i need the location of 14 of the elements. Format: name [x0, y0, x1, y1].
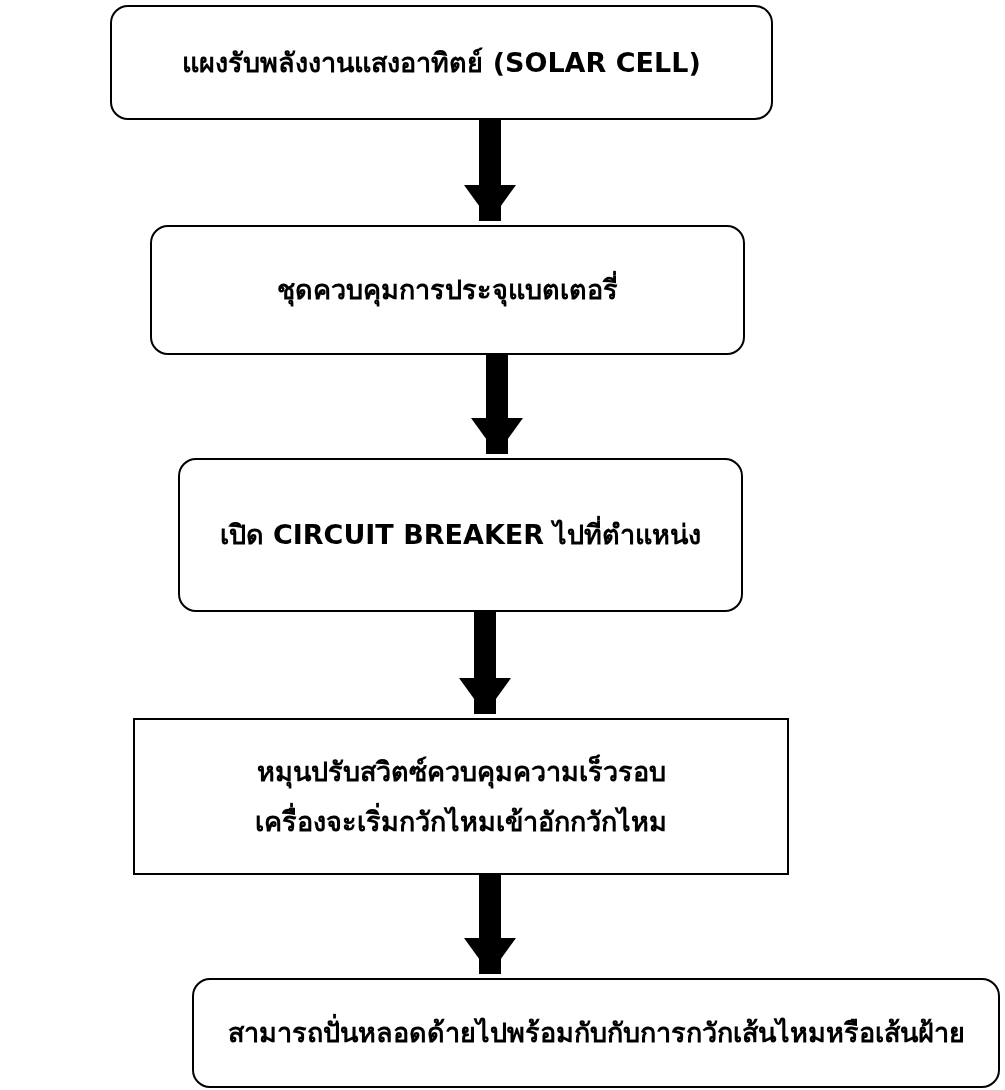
box-label: เปิด CIRCUIT BREAKER ไปที่ตำแหน่ง [219, 516, 702, 554]
box-label: แผงรับพลังงานแสงอาทิตย์ (SOLAR CELL) [182, 45, 701, 80]
process-box [110, 5, 773, 120]
box-label: ชุดควบคุมการประจุแบตเตอรี่ [277, 271, 618, 309]
arrow [459, 612, 511, 714]
box-label: หมุนปรับสวิตซ์ควบคุมความเร็วรอบ [256, 753, 666, 791]
arrow [464, 120, 516, 221]
process-box [192, 978, 1000, 1088]
arrow [471, 355, 523, 454]
box-label: สามารถปั่นหลอดด้ายไปพร้อมกับกับการกวักเส้นไหมหรือเส้นฝ้าย [227, 1014, 965, 1052]
process-box [178, 458, 743, 612]
box-label: เครื่องจะเริ่มกวักไหมเข้าอักกวักไหม [255, 802, 667, 839]
process-box [133, 718, 789, 875]
process-box [150, 225, 745, 355]
